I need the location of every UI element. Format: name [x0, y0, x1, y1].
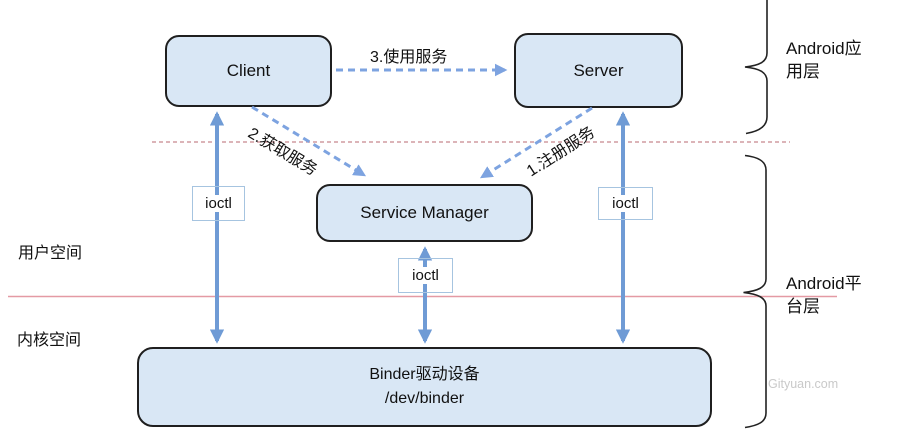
- android-platform-layer-label: Android平台层: [786, 274, 862, 316]
- kernel-space-label: 内核空间: [17, 332, 82, 349]
- binder-driver-line1: Binder驱动设备: [369, 366, 480, 383]
- ioctl-box-servicemanager-label: ioctl: [411, 267, 440, 284]
- service-manager-node: Service Manager: [316, 184, 533, 242]
- server-node-label: Server: [573, 60, 624, 80]
- watermark-text: Gityuan.com: [768, 377, 839, 391]
- binder-driver-node: Binder驱动设备 /dev/binder: [137, 347, 712, 427]
- server-node: Server: [514, 33, 683, 108]
- ioctl-box-client-label: ioctl: [204, 195, 233, 212]
- ioctl-box-server-label: ioctl: [611, 195, 640, 212]
- app-layer-brace: [744, 0, 768, 135]
- client-node: Client: [165, 35, 332, 107]
- ioctl-box-client: ioctl: [192, 186, 245, 221]
- get-service-arrow-label: 2.获取服务: [244, 124, 320, 180]
- binder-driver-node-label: Binder驱动设备 /dev/binder: [369, 363, 479, 411]
- use-service-arrow-label: 3.使用服务: [370, 49, 448, 66]
- android-app-layer-label: Android应用层: [786, 39, 862, 81]
- ioctl-box-server: ioctl: [598, 187, 653, 220]
- ioctl-box-servicemanager: ioctl: [398, 258, 453, 293]
- user-space-label: 用户空间: [18, 245, 83, 262]
- register-service-arrow-label: 1.注册服务: [523, 123, 599, 181]
- binder-driver-line2: /dev/binder: [384, 390, 465, 407]
- client-node-label: Client: [226, 61, 271, 80]
- service-manager-node-label: Service Manager: [360, 203, 489, 222]
- platform-layer-brace: [743, 154, 767, 429]
